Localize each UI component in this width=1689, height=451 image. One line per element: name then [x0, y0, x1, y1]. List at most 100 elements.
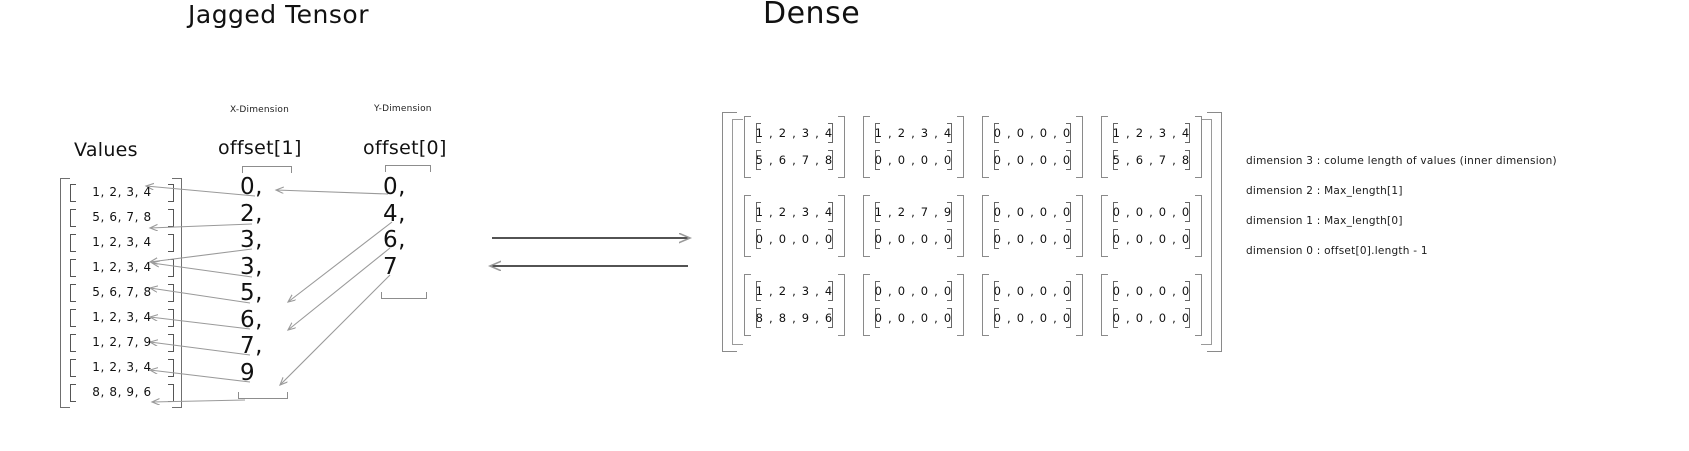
block-left-bracket	[863, 195, 870, 257]
vector-right-bracket	[1185, 281, 1190, 301]
dense-vector: 0 , 0 , 0 , 0	[1109, 277, 1194, 304]
dense-vector: 0 , 0 , 0 , 0	[1109, 198, 1194, 225]
vector-right-bracket	[1066, 308, 1071, 328]
vector-text: 0 , 0 , 0 , 0	[874, 231, 953, 246]
arrow-offset0-3	[280, 274, 391, 385]
vector-left-bracket	[1113, 123, 1118, 143]
vector-left-bracket	[994, 308, 999, 328]
x-dimension-caption: X-Dimension	[230, 105, 290, 115]
values-row: 1, 2, 3, 4	[70, 357, 174, 377]
block-left-bracket	[982, 195, 989, 257]
vector-left-bracket	[756, 229, 761, 249]
block-left-bracket	[744, 274, 751, 336]
values-row: 5, 6, 7, 8	[70, 207, 174, 227]
dense-inner-left-bracket	[732, 119, 743, 345]
offset-value: 7,	[240, 333, 263, 359]
value-left-bracket	[70, 384, 76, 402]
vector-left-bracket	[756, 308, 761, 328]
block-right-bracket	[1195, 274, 1202, 336]
offset-value: 9	[240, 359, 256, 386]
vector-text: 1 , 2 , 3 , 4	[874, 125, 953, 140]
vector-text: 0 , 0 , 0 , 0	[993, 152, 1072, 167]
annotation-line: dimension 3 : colume length of values (i…	[1246, 155, 1557, 167]
block-right-bracket	[957, 274, 964, 336]
block-left-bracket	[982, 274, 989, 336]
dense-vector: 0 , 0 , 0 , 0	[871, 277, 956, 304]
value-left-bracket	[70, 359, 76, 377]
offset0-top-bracket	[385, 165, 431, 172]
vector-text: 0 , 0 , 0 , 0	[993, 283, 1072, 298]
vector-left-bracket	[875, 150, 880, 170]
vector-right-bracket	[947, 202, 952, 222]
value-text: 1, 2, 3, 4	[92, 235, 152, 249]
value-right-bracket	[168, 309, 174, 327]
vector-left-bracket	[994, 123, 999, 143]
dense-matrix-block: 0 , 0 , 0 , 0 0 , 0 , 0 , 0	[1101, 274, 1202, 336]
values-row: 8, 8, 9, 6	[70, 382, 174, 402]
offset-value: 7	[383, 253, 399, 280]
block-right-bracket	[1076, 195, 1083, 257]
value-left-bracket	[70, 309, 76, 327]
arrow-offset0-0	[276, 190, 389, 195]
vector-left-bracket	[994, 281, 999, 301]
values-row: 1, 2, 3, 4	[70, 257, 174, 277]
block-left-bracket	[863, 116, 870, 178]
dense-vector: 1 , 2 , 7 , 9	[871, 198, 956, 225]
dense-title: Dense	[763, 0, 861, 31]
block-left-bracket	[1101, 195, 1108, 257]
dense-vector: 1 , 2 , 3 , 4	[752, 119, 837, 146]
values-outer-left-bracket	[60, 178, 70, 408]
block-left-bracket	[982, 116, 989, 178]
value-text: 1, 2, 3, 4	[92, 310, 152, 324]
offset1-top-bracket	[242, 166, 292, 173]
block-right-bracket	[838, 274, 845, 336]
vector-right-bracket	[828, 308, 833, 328]
dense-vector: 5 , 6 , 7 , 8	[752, 146, 837, 173]
value-text: 1, 2, 3, 4	[92, 360, 152, 374]
vector-left-bracket	[1113, 150, 1118, 170]
vector-text: 0 , 0 , 0 , 0	[874, 310, 953, 325]
vector-right-bracket	[1185, 123, 1190, 143]
vector-right-bracket	[947, 150, 952, 170]
vector-text: 1 , 2 , 3 , 4	[755, 125, 834, 140]
annotation-line: dimension 1 : Max_length[0]	[1246, 215, 1403, 227]
dense-inner-right-bracket	[1201, 119, 1212, 345]
vector-left-bracket	[1113, 281, 1118, 301]
vector-text: 0 , 0 , 0 , 0	[755, 231, 834, 246]
offset1-bottom-bracket	[238, 392, 288, 399]
value-left-bracket	[70, 209, 76, 227]
value-left-bracket	[70, 184, 76, 202]
dense-matrix-block: 1 , 2 , 7 , 9 0 , 0 , 0 , 0	[863, 195, 964, 257]
offset-value: 0,	[383, 174, 406, 200]
vector-text: 0 , 0 , 0 , 0	[874, 152, 953, 167]
offset-value: 6,	[240, 306, 263, 333]
block-left-bracket	[1101, 116, 1108, 178]
offset-value: 3,	[240, 227, 263, 253]
vector-right-bracket	[947, 308, 952, 328]
vector-text: 0 , 0 , 0 , 0	[1112, 310, 1191, 325]
value-text: 1, 2, 3, 4	[92, 260, 152, 274]
vector-right-bracket	[1066, 202, 1071, 222]
value-left-bracket	[70, 334, 76, 352]
vector-text: 1 , 2 , 3 , 4	[755, 283, 834, 298]
dense-vector: 0 , 0 , 0 , 0	[871, 225, 956, 252]
dense-outer-right-bracket	[1207, 112, 1222, 352]
vector-right-bracket	[947, 229, 952, 249]
vector-text: 0 , 0 , 0 , 0	[1112, 231, 1191, 246]
values-row: 1, 2, 3, 4	[70, 307, 174, 327]
value-right-bracket	[168, 209, 174, 227]
block-left-bracket	[1101, 274, 1108, 336]
block-right-bracket	[1076, 274, 1083, 336]
value-text: 1, 2, 3, 4	[92, 185, 152, 199]
block-right-bracket	[1195, 116, 1202, 178]
value-right-bracket	[168, 359, 174, 377]
vector-left-bracket	[875, 202, 880, 222]
block-right-bracket	[1195, 195, 1202, 257]
offset-value: 5,	[240, 280, 263, 306]
vector-left-bracket	[1113, 229, 1118, 249]
